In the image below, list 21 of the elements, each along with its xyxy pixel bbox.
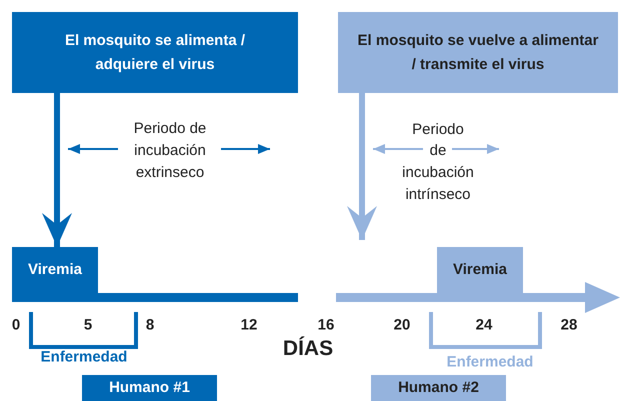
event-box: El mosquito se alimenta / adquiere el virus <box>12 12 298 93</box>
viremia-box: Viremia <box>12 247 98 293</box>
tick-label: 5 <box>84 316 92 334</box>
tick-label: 12 <box>240 316 258 334</box>
period-text: Periodo de incubación intrínseco <box>402 120 474 205</box>
tick-label: 16 <box>318 316 334 334</box>
human-label-box: Humano #2 <box>371 375 506 401</box>
tick-label: 24 <box>476 316 492 334</box>
tick-label: 0 <box>12 316 20 334</box>
tick-label: 8 <box>146 316 154 334</box>
arrow <box>347 93 377 240</box>
arrow <box>42 93 72 247</box>
illness-label: Enfermedad <box>446 354 534 370</box>
tick-label: 20 <box>394 316 410 334</box>
tick-label: 28 <box>560 316 578 334</box>
axis-title: DÍAS <box>282 337 334 361</box>
period-text: Periodo de incubación extrinseco <box>132 119 208 183</box>
event-box: El mosquito se vuelve a alimentar / transmite el virus <box>338 12 618 93</box>
human-label-box: Humano #1 <box>82 375 217 401</box>
viremia-box: Viremia <box>437 247 523 293</box>
illness-label: Enfermedad <box>40 348 128 366</box>
